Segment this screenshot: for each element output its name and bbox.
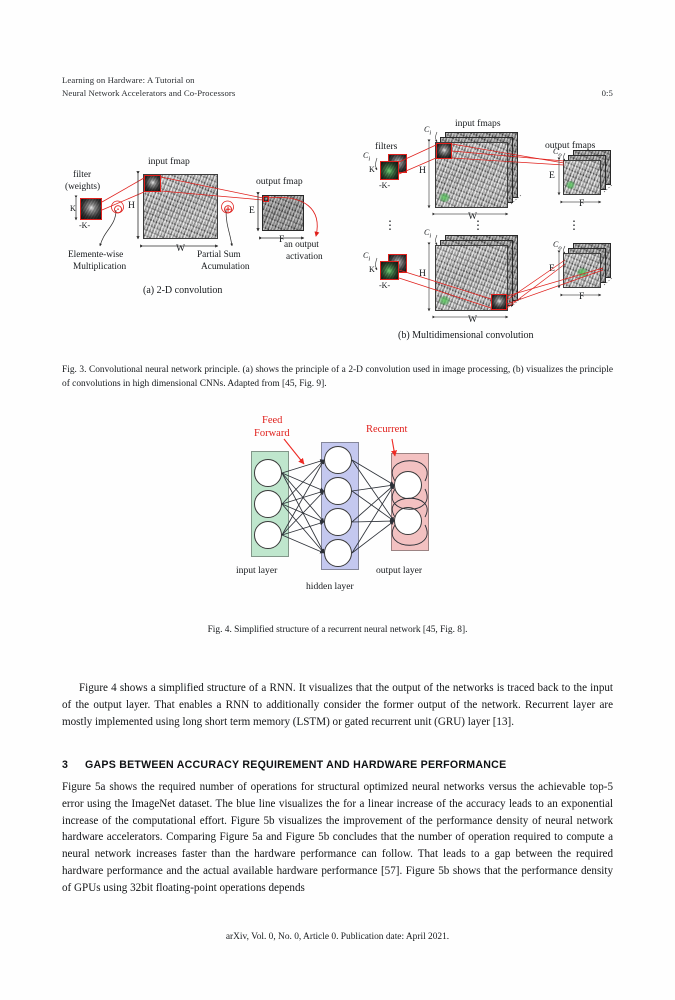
- note-partial-sum-line1: Partial Sum: [197, 250, 241, 260]
- input-channel-in-label-top: Ci: [424, 125, 431, 137]
- output-fmaps-top-layer1: [563, 160, 601, 195]
- input-fmap-title: input fmap: [148, 156, 190, 167]
- filter-k-horizontal-bottom: -K-: [379, 281, 391, 290]
- filter-stack-top-front: [380, 161, 399, 180]
- body-paragraph-2: Figure 5a shows the required number of o…: [62, 781, 613, 894]
- figure-4-rnn-diagram: Feed Forward Recurrent input layer hidde…: [236, 415, 440, 610]
- output-channel-out-label-bottom: Co: [553, 240, 562, 252]
- input-channel-in-sub-top: i: [429, 129, 432, 137]
- filter-weights-label-line1: filter: [73, 170, 92, 180]
- ellipsis-output-fmaps: ⋮: [568, 218, 580, 232]
- input-neuron-2: [254, 490, 282, 518]
- hidden-neuron-1: [324, 446, 352, 474]
- filter-k-horizontal-top: -K-: [379, 181, 391, 190]
- annotation-feedforward-line1: Feed: [262, 415, 283, 426]
- hidden-neuron-4: [324, 539, 352, 567]
- input-width-label-w: W: [176, 243, 186, 254]
- filter-dim-k-horizontal: -K-: [79, 221, 91, 230]
- elementwise-multiply-operator: ⊙: [113, 202, 124, 216]
- note-partial-sum-line2: Acumulation: [201, 262, 250, 272]
- output-height-bottom-e: E: [549, 263, 555, 274]
- input-fmaps-top-receptive-patch: [436, 143, 452, 159]
- hidden-layer-label: hidden layer: [306, 581, 354, 592]
- output-layer-box: [391, 453, 429, 551]
- input-fmaps-title: input fmaps: [455, 118, 501, 129]
- annotation-feedforward-line2: Forward: [254, 428, 290, 439]
- output-width-bottom-f: F: [579, 291, 585, 302]
- output-height-label-e: E: [249, 205, 255, 216]
- running-head-line-1: Learning on Hardware: A Tutorial on: [62, 75, 195, 85]
- input-neuron-1: [254, 459, 282, 487]
- hidden-neuron-2: [324, 477, 352, 505]
- figure-3b-multidimensional-convolution: input fmaps filters output fmaps Ci K -K…: [355, 118, 617, 326]
- filter-patch: [80, 198, 102, 220]
- output-fmaps-bottom-layer1: [563, 253, 601, 288]
- filters-title: filters: [375, 141, 398, 152]
- filter-k-vertical-bottom: K: [369, 265, 375, 274]
- filter-k-vertical-top: K: [369, 165, 375, 174]
- figure-3a-2d-convolution: filter (weights) K -K- input fmap H W ⊙ …: [60, 150, 360, 305]
- partial-sum-operator: ⊕: [223, 202, 234, 216]
- note-output-activation-line1: an output: [284, 240, 319, 250]
- filter-channel-in-label-bottom: Ci: [363, 251, 370, 263]
- output-channel-out-sub-top: o: [558, 151, 562, 159]
- running-head-line-2: Neural Network Accelerators and Co-Proce…: [62, 87, 236, 98]
- body-paragraph-1: Figure 4 shows a simplified structure of…: [62, 682, 613, 728]
- ellipsis-filters: ⋮: [384, 218, 396, 232]
- input-channel-in-symbol-top: C: [424, 125, 430, 134]
- output-fmap-title: output fmap: [256, 176, 303, 187]
- filter-weights-label-line2: (weights): [65, 182, 101, 192]
- filter-channel-in-symbol-top: C: [363, 151, 369, 160]
- input-height-label-h: H: [128, 200, 135, 211]
- output-width-top-f: F: [579, 198, 585, 209]
- note-elementwise-multiplication-line1: Elemente-wise: [68, 250, 124, 260]
- figure-3-caption: Fig. 3. Convolutional neural network pri…: [62, 365, 613, 389]
- filter-stack-bottom-front: [380, 261, 399, 280]
- output-channel-out-symbol-bottom: C: [553, 240, 559, 249]
- page-folio: 0:5: [601, 87, 613, 98]
- figure-3b-subcaption: (b) Multidimensional convolution: [398, 330, 534, 341]
- page-footer: arXiv, Vol. 0, No. 0, Article 0. Publica…: [225, 932, 450, 942]
- filter-channel-in-symbol-bottom: C: [363, 251, 369, 260]
- input-height-top-h: H: [419, 165, 426, 176]
- ellipsis-input-fmaps: ⋮: [472, 218, 484, 232]
- hidden-neuron-3: [324, 508, 352, 536]
- filter-dim-k-vertical: K: [70, 204, 76, 213]
- output-neuron-1: [394, 471, 422, 499]
- output-channel-out-label-top: Co: [553, 147, 562, 159]
- input-fmaps-bottom-receptive-patch: [491, 294, 507, 310]
- filter-channel-in-label-top: Ci: [363, 151, 370, 163]
- output-fmap-activation-pixel: [263, 196, 269, 202]
- output-layer-label: output layer: [376, 565, 423, 576]
- input-channel-in-sub-bottom: i: [429, 232, 432, 240]
- output-fmaps-title: output fmaps: [545, 140, 596, 151]
- input-neuron-3: [254, 521, 282, 549]
- annotation-recurrent: Recurrent: [366, 424, 408, 435]
- input-fmap-receptive-patch: [144, 175, 161, 192]
- input-channel-in-label-bottom: Ci: [424, 228, 431, 240]
- note-output-activation-line2: activation: [286, 252, 323, 262]
- input-channel-in-symbol-bottom: C: [424, 228, 430, 237]
- filter-channel-in-sub-bottom: i: [368, 255, 371, 263]
- section-3-title: GAPS BETWEEN ACCURACY REQUIREMENT AND HA…: [85, 759, 507, 771]
- input-layer-label: input layer: [236, 565, 278, 576]
- filter-channel-in-sub-top: i: [368, 155, 371, 163]
- input-height-bottom-h: H: [419, 268, 426, 279]
- section-3-number: 3: [62, 759, 69, 771]
- running-head: Learning on Hardware: A Tutorial on Neur…: [62, 74, 613, 99]
- input-width-bottom-w: W: [468, 314, 478, 325]
- note-elementwise-multiplication-line2: Multiplication: [73, 262, 127, 272]
- output-channel-out-sub-bottom: o: [558, 244, 562, 252]
- figure-3a-subcaption: (a) 2-D convolution: [143, 285, 223, 296]
- output-neuron-2: [394, 507, 422, 535]
- input-width-top-w: W: [468, 211, 478, 222]
- figure-4-caption: Fig. 4. Simplified structure of a recurr…: [207, 625, 468, 635]
- output-height-top-e: E: [549, 170, 555, 181]
